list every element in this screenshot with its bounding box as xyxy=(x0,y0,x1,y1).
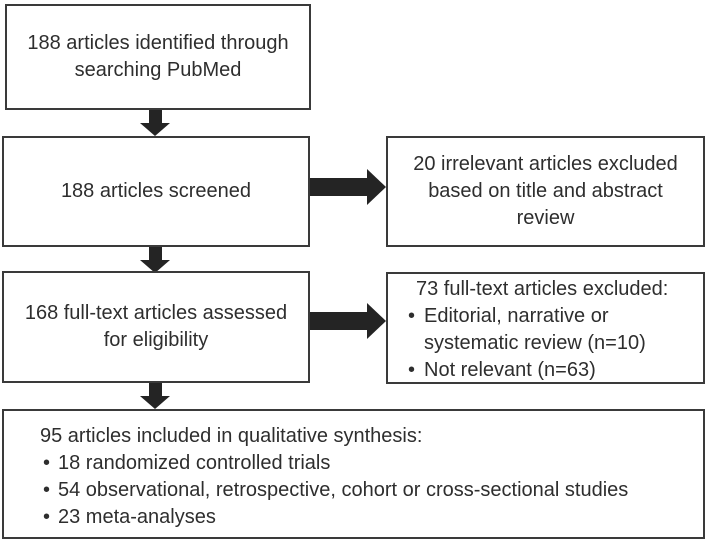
box-fulltext-excluded-title: 73 full-text articles excluded: xyxy=(416,278,669,300)
box-articles-screened-text: 188 articles screened xyxy=(60,180,252,202)
arrow-stem xyxy=(148,383,162,396)
arrow-stem xyxy=(148,110,162,123)
list-item-text: Not relevant (n=63) xyxy=(424,359,596,381)
arrow-head xyxy=(140,260,170,273)
list-item-text: 18 randomized controlled trials xyxy=(58,452,331,474)
list-item: • 18 randomized controlled trials xyxy=(43,450,695,477)
list-item: • Editorial, narrative or systematic rev… xyxy=(408,303,697,357)
included-synthesis-list: • 18 randomized controlled trials • 54 o… xyxy=(40,450,695,531)
bullet-icon: • xyxy=(43,506,51,528)
box-included-synthesis-title: 95 articles included in qualitative synt… xyxy=(40,425,423,447)
box-excluded-title-abstract-line1: 20 irrelevant articles excluded xyxy=(413,153,678,175)
box-articles-identified-line1: 188 articles identified through xyxy=(27,32,289,54)
arrow-right-fulltext-to-excluded xyxy=(310,303,386,339)
arrow-right-screened-to-excluded xyxy=(310,169,386,205)
box-fulltext-assessed-line2: for eligibility xyxy=(103,329,209,351)
box-fulltext-assessed-line1: 168 full-text articles assessed xyxy=(24,302,288,324)
list-item: • Not relevant (n=63) xyxy=(408,357,697,384)
arrow-head xyxy=(367,169,386,205)
arrow-down-screened-to-fulltext xyxy=(140,247,170,273)
box-fulltext-excluded: 73 full-text articles excluded: • Editor… xyxy=(386,272,705,384)
bullet-icon: • xyxy=(43,452,51,474)
list-item-text: 23 meta-analyses xyxy=(58,506,216,528)
list-item-text: Editorial, narrative or systematic revie… xyxy=(424,305,646,354)
arrow-stem xyxy=(310,312,367,330)
box-excluded-title-abstract: 20 irrelevant articles excluded based on… xyxy=(386,136,705,247)
arrow-stem xyxy=(310,178,367,196)
bullet-icon: • xyxy=(43,479,51,501)
bullet-icon: • xyxy=(408,359,416,381)
arrow-stem xyxy=(148,247,162,260)
arrow-head xyxy=(140,123,170,136)
bullet-icon: • xyxy=(408,305,416,327)
box-articles-identified: 188 articles identified through searchin… xyxy=(5,4,311,110)
box-excluded-title-abstract-line3: review xyxy=(516,207,575,229)
fulltext-excluded-list: • Editorial, narrative or systematic rev… xyxy=(408,303,697,384)
list-item: • 54 observational, retrospective, cohor… xyxy=(43,477,695,504)
box-excluded-title-abstract-line2: based on title and abstract xyxy=(428,180,663,202)
list-item: • 23 meta-analyses xyxy=(43,504,695,531)
arrow-down-identified-to-screened xyxy=(140,110,170,136)
arrow-head xyxy=(367,303,386,339)
box-included-synthesis: 95 articles included in qualitative synt… xyxy=(2,409,705,539)
box-articles-screened: 188 articles screened xyxy=(2,136,310,247)
box-fulltext-assessed: 168 full-text articles assessed for elig… xyxy=(2,271,310,383)
list-item-text: 54 observational, retrospective, cohort … xyxy=(58,479,629,501)
box-articles-identified-line2: searching PubMed xyxy=(74,59,242,81)
arrow-head xyxy=(140,396,170,409)
arrow-down-fulltext-to-included xyxy=(140,383,170,409)
